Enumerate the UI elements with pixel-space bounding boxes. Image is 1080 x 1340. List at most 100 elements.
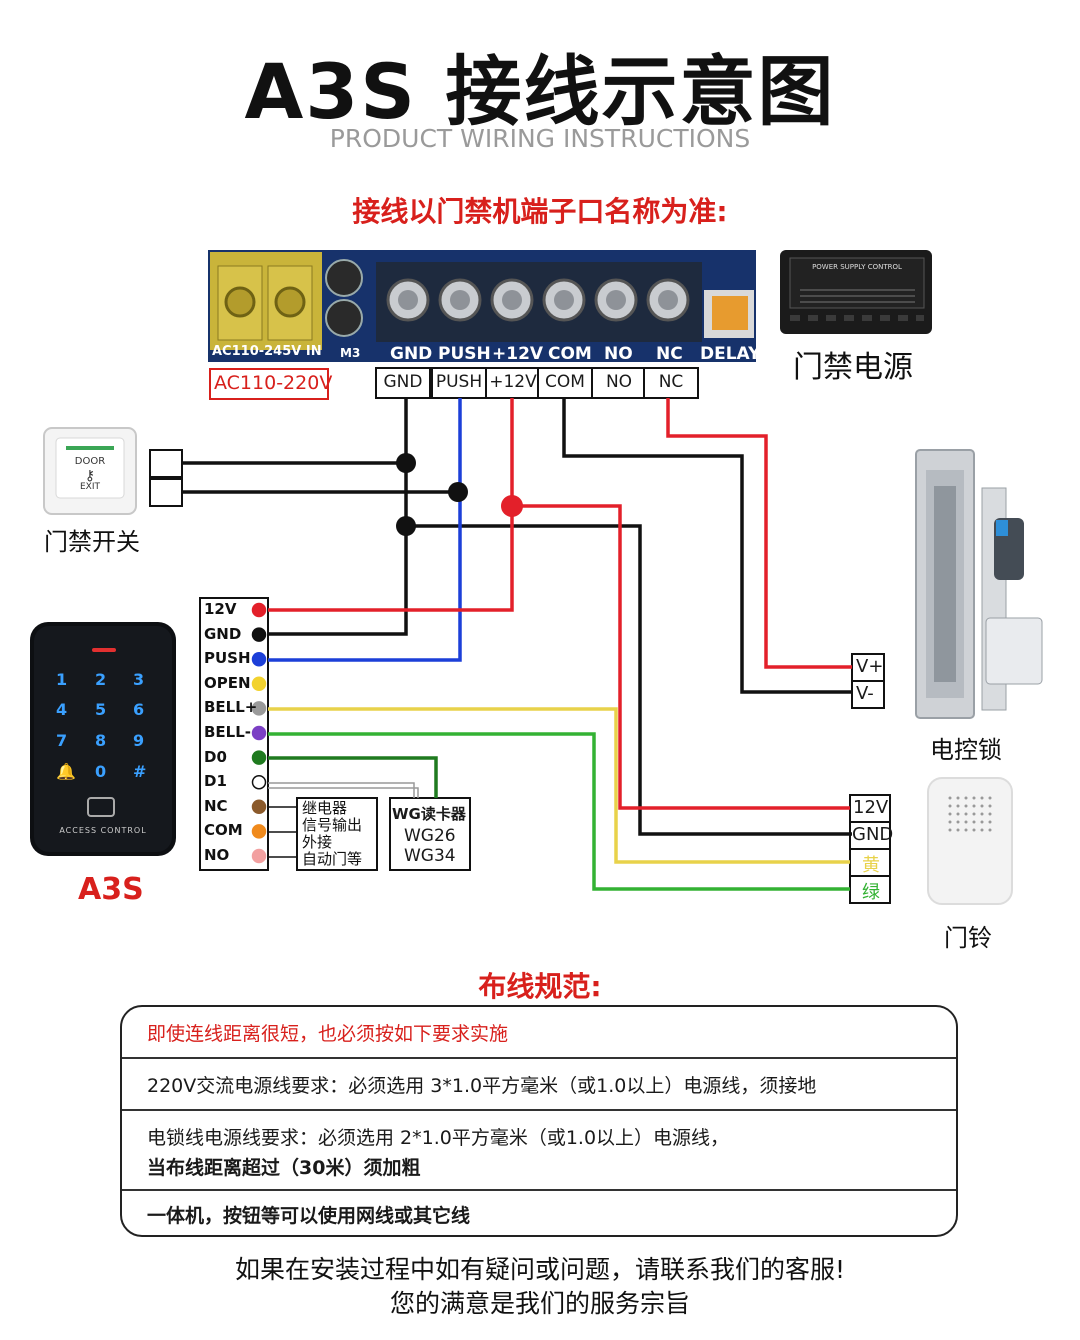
pin-label: BELL- — [204, 723, 252, 741]
keypad-model: A3S — [78, 872, 144, 907]
exit-button — [43, 427, 137, 515]
speaker-hole — [980, 796, 984, 800]
speaker-hole — [948, 796, 952, 800]
terminal-box — [375, 367, 431, 399]
wg-box-line: WG34 — [404, 846, 456, 866]
exit-button-label: 门禁开关 — [44, 528, 140, 556]
speaker-hole — [956, 804, 960, 808]
terminal-label: +12V — [489, 372, 537, 392]
terminal-label: PUSH — [435, 372, 483, 392]
speaker-hole — [956, 820, 960, 824]
pin-label: PUSH — [204, 649, 251, 668]
pin-label: COM — [204, 821, 243, 840]
power-input-tag-box — [209, 368, 329, 400]
rules-box: 即使连线距离很短，也必须按如下要求实施 220V交流电源线要求：必须选用 3*1… — [120, 1005, 958, 1237]
doorbell — [927, 777, 1013, 905]
wg-box-title: WG读卡器 — [392, 805, 466, 823]
speaker-hole — [956, 812, 960, 816]
page-subtitle: PRODUCT WIRING INSTRUCTIONS — [329, 124, 751, 153]
speaker-hole — [980, 804, 984, 808]
rule-item: 即使连线距离很短，也必须按如下要求实施 — [147, 1023, 509, 1045]
board-label-push: PUSH — [438, 344, 491, 364]
speaker-hole — [972, 796, 976, 800]
pin-block — [199, 597, 269, 871]
bell-terminal-yellow: 黄 — [862, 855, 880, 876]
keypad-key: 0 — [95, 762, 107, 781]
rules-title: 布线规范: — [478, 970, 602, 1003]
terminal-box — [537, 367, 593, 399]
speaker-hole — [964, 812, 968, 816]
board-label-no: NO — [604, 344, 633, 364]
speaker-hole — [964, 828, 968, 832]
terminal-screw-head — [398, 290, 418, 310]
pin-label: GND — [204, 624, 242, 643]
terminal-screw-head — [450, 290, 470, 310]
lock-terminal-vplus: V+ — [856, 656, 884, 677]
pin-label: D1 — [204, 772, 227, 791]
control-board — [208, 250, 756, 362]
lock-terminal-vminus: V- — [856, 683, 874, 704]
board-label-nc: NC — [656, 344, 683, 364]
exit-button-text-top: DOOR — [74, 456, 106, 467]
relay-box-text: 继电器 信号输出 外接 自动门等 — [302, 800, 362, 868]
footer-line-1: 如果在安装过程中如有疑问或问题，请联系我们的客服! — [234, 1255, 846, 1284]
board-input-label: AC110-245V IN — [212, 344, 322, 359]
relay-line: 继电器 — [302, 799, 348, 817]
terminal-screw-head — [554, 290, 574, 310]
pin-label: BELL+ — [204, 698, 258, 717]
pin-color-dot — [251, 651, 267, 667]
pin-color-dot — [251, 774, 267, 790]
speaker-hole — [956, 796, 960, 800]
relay-line: 自动门等 — [302, 850, 363, 868]
keypad-key: 4 — [56, 700, 68, 719]
wires — [182, 398, 852, 891]
keypad-key: 6 — [133, 700, 145, 719]
electric-lock — [915, 449, 1043, 719]
terminal-label: GND — [383, 372, 423, 392]
speaker-hole — [964, 820, 968, 824]
speaker-hole — [948, 828, 952, 832]
rule-item: 电锁线电源线要求：必须选用 2*1.0平方毫米（或1.0以上）电源线， — [147, 1127, 730, 1149]
keypad-key: 3 — [133, 670, 145, 689]
pin-color-dot — [251, 676, 267, 692]
speaker-hole — [988, 820, 992, 824]
exit-button-text-bottom: EXIT — [79, 482, 100, 492]
board-label-12v: +12V — [492, 344, 544, 364]
pin-color-dot — [251, 750, 267, 765]
pin-color-dot — [251, 701, 267, 716]
wiring-note: 接线以门禁机端子口名称为准: — [352, 195, 728, 228]
speaker-hole — [988, 804, 992, 808]
keypad-key: 7 — [56, 731, 68, 750]
speaker-hole — [964, 804, 968, 808]
speaker-hole — [980, 828, 984, 832]
speaker-hole — [988, 812, 992, 816]
power-supply-label: 门禁电源 — [793, 350, 913, 385]
speaker-hole — [988, 828, 992, 832]
terminal-box — [591, 367, 647, 399]
bell-terminal-12v: 12V — [853, 797, 889, 818]
keypad-key: 9 — [133, 731, 145, 750]
wiring-diagram — [30, 250, 1043, 905]
pin-label: NC — [204, 796, 228, 815]
terminal-screw-head — [606, 290, 626, 310]
bell-label: 门铃 — [944, 924, 992, 952]
speaker-hole — [956, 828, 960, 832]
keypad-key: 5 — [95, 700, 107, 719]
terminal-label: NC — [658, 372, 684, 392]
relay-box — [296, 797, 378, 871]
speaker-hole — [980, 820, 984, 824]
keypad-key: # — [133, 762, 147, 781]
pin-label: NO — [204, 846, 230, 864]
pin-color-dot — [251, 725, 267, 741]
rule-item: 220V交流电源线要求：必须选用 3*1.0平方毫米（或1.0以上）电源线，须接… — [147, 1075, 817, 1097]
terminal-label: NO — [605, 372, 633, 392]
key-icon: ⚷ — [84, 468, 96, 484]
page-title: A3S 接线示意图 — [244, 47, 836, 136]
speaker-hole — [972, 828, 976, 832]
pin-color-dot — [251, 824, 267, 839]
keypad-key: 🔔 — [56, 762, 76, 781]
rule-item: 一体机，按钮等可以使用网线或其它线 — [147, 1205, 471, 1227]
power-input-tag: AC110-220V — [214, 372, 333, 394]
board-m3-label: M3 — [340, 346, 361, 360]
pin-color-dot — [251, 848, 267, 864]
